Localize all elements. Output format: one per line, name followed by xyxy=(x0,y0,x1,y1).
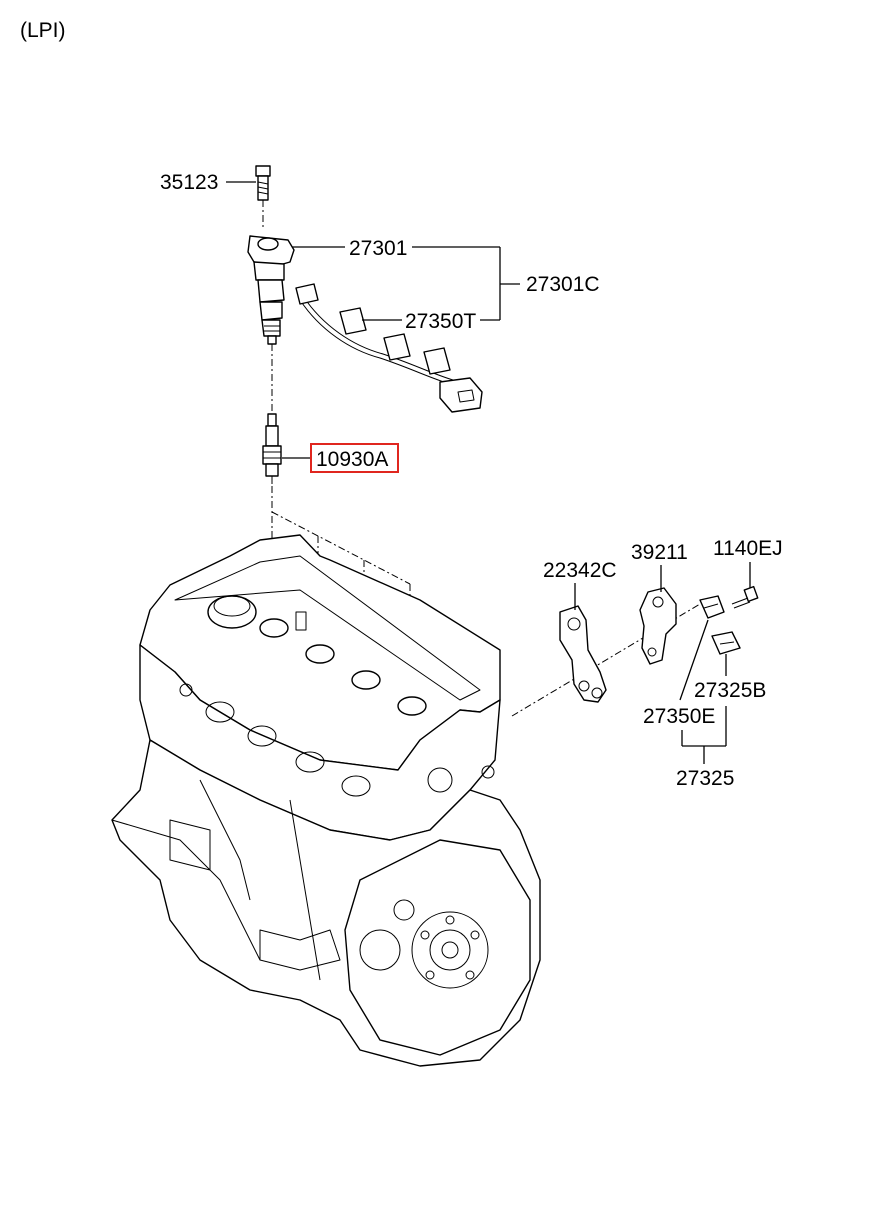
callout-35123[interactable]: 35123 xyxy=(160,171,218,194)
bolt-1140EJ xyxy=(731,585,759,609)
callout-39211[interactable]: 39211 xyxy=(631,541,688,564)
spark-plug-10930A xyxy=(262,413,282,484)
callout-27325B[interactable]: 27325B xyxy=(694,679,766,702)
callout-27350E[interactable]: 27350E xyxy=(643,705,715,728)
connector-27325B xyxy=(711,631,741,655)
callout-27325[interactable]: 27325 xyxy=(676,767,734,790)
ignition-coil-27301 xyxy=(247,235,295,345)
engine-block xyxy=(111,534,541,1067)
sensor-27350E xyxy=(699,595,725,619)
bolt-35123 xyxy=(255,165,271,201)
callout-27301C[interactable]: 27301C xyxy=(526,273,600,296)
wiring-harness-27350T xyxy=(295,283,483,413)
callout-highlight-box xyxy=(310,443,399,473)
variant-label: (LPI) xyxy=(20,19,66,42)
callout-10930A[interactable]: 10930A xyxy=(316,448,388,471)
bracket-39211 xyxy=(639,587,677,665)
callout-1140EJ[interactable]: 1140EJ xyxy=(713,537,783,560)
callout-27350T[interactable]: 27350T xyxy=(405,310,476,333)
bracket-22342C xyxy=(559,605,607,703)
callout-22342C[interactable]: 22342C xyxy=(543,559,617,582)
callout-27301[interactable]: 27301 xyxy=(349,237,407,260)
